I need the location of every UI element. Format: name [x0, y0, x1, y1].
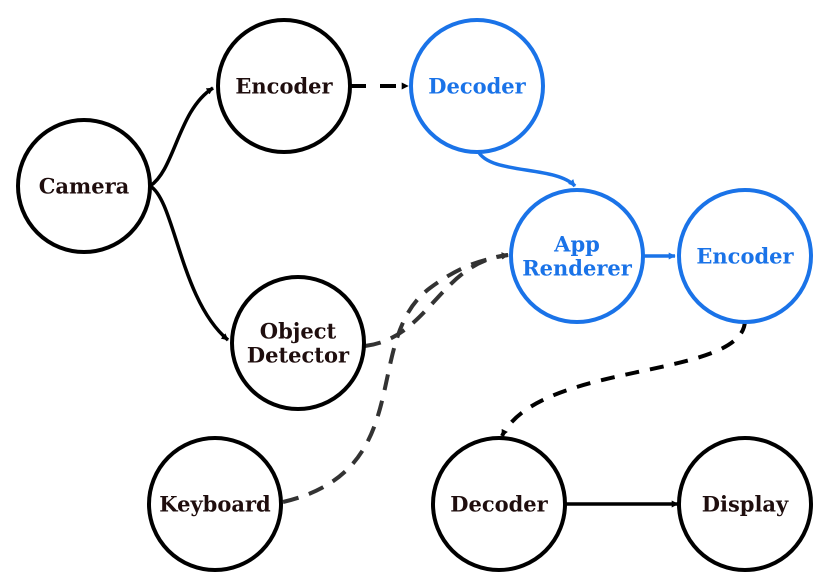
node-app-renderer-label-line2: Renderer: [522, 256, 633, 281]
node-encoder-1-label: Encoder: [235, 74, 333, 99]
edge-decoder-remote-to-app-renderer: [476, 150, 577, 188]
node-encoder-remote: Encoder: [677, 188, 813, 324]
node-keyboard-label: Keyboard: [159, 492, 271, 517]
edges: [148, 82, 747, 508]
edge-camera-to-encoder: [148, 86, 214, 188]
node-object-detector: Object Detector: [230, 275, 366, 411]
node-app-renderer-label-line1: App: [553, 232, 600, 257]
edge-camera-to-object-detector: [148, 184, 230, 342]
node-decoder-remote: Decoder: [409, 18, 545, 154]
node-object-detector-label-line1: Object: [260, 319, 337, 344]
edge-object-detector-to-app-renderer: [364, 252, 509, 348]
node-encoder-1: Encoder: [216, 18, 352, 154]
node-decoder-local: Decoder: [431, 436, 567, 572]
node-display-label: Display: [702, 492, 789, 517]
node-decoder-remote-label: Decoder: [428, 74, 526, 99]
node-camera: Camera: [16, 118, 152, 254]
edge-keyboard-to-app-renderer: [282, 252, 509, 504]
node-app-renderer: App Renderer: [509, 188, 645, 324]
node-camera-label: Camera: [39, 174, 130, 199]
node-decoder-local-label: Decoder: [450, 492, 548, 517]
node-object-detector-label-line2: Detector: [247, 343, 350, 368]
node-encoder-remote-label: Encoder: [696, 244, 794, 269]
node-keyboard: Keyboard: [147, 436, 283, 572]
node-display: Display: [677, 436, 813, 572]
edge-encoder-remote-to-decoder-local: [500, 319, 747, 437]
